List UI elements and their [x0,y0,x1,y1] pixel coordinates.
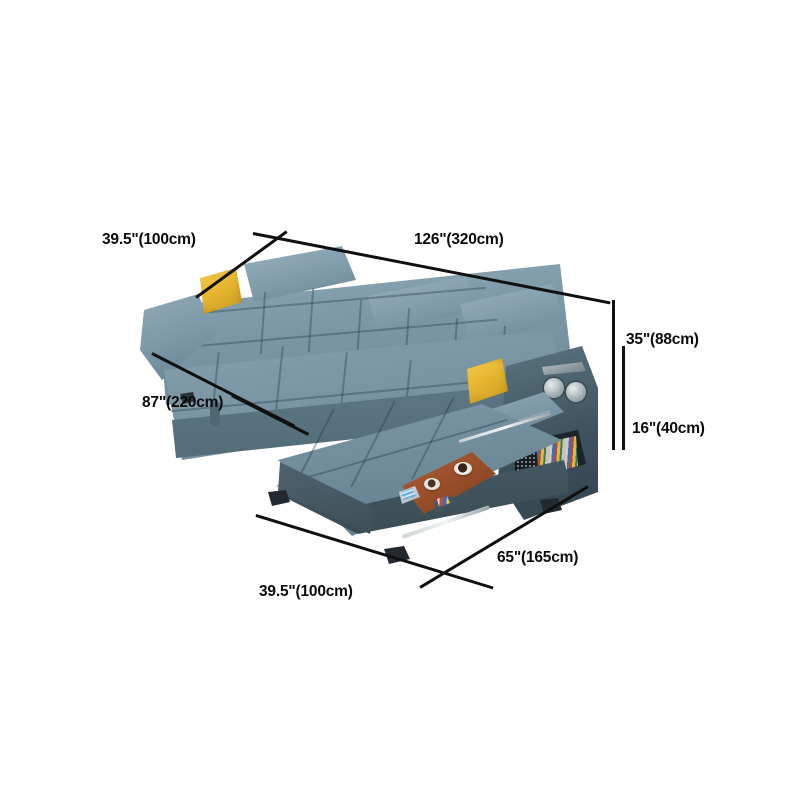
dim-label-overall-width: 126"(320cm) [414,231,504,248]
coffee-cup-icon [454,462,472,475]
dim-label-sofa-length: 87"(220cm) [142,394,224,411]
pull-strap-left [210,402,220,426]
dim-label-depth-back-left: 39.5"(100cm) [102,231,196,248]
speaker-left-icon [544,378,564,398]
sofa-foot [180,392,196,404]
tablet-screen [401,488,416,500]
speaker-right-icon [566,382,586,402]
dim-label-seat-height: 16"(40cm) [632,420,705,437]
dim-label-chaise-width: 65"(165cm) [497,549,579,566]
sofa-foot [268,490,290,506]
magazine-icon [437,496,450,507]
coffee-cup-icon-2 [424,478,440,490]
dim-line-seat-height-2 [622,346,625,450]
dim-label-overall-height: 35"(88cm) [626,331,699,348]
dim-line-seat-height [612,346,615,450]
dim-label-chaise-depth: 39.5"(100cm) [259,583,353,600]
